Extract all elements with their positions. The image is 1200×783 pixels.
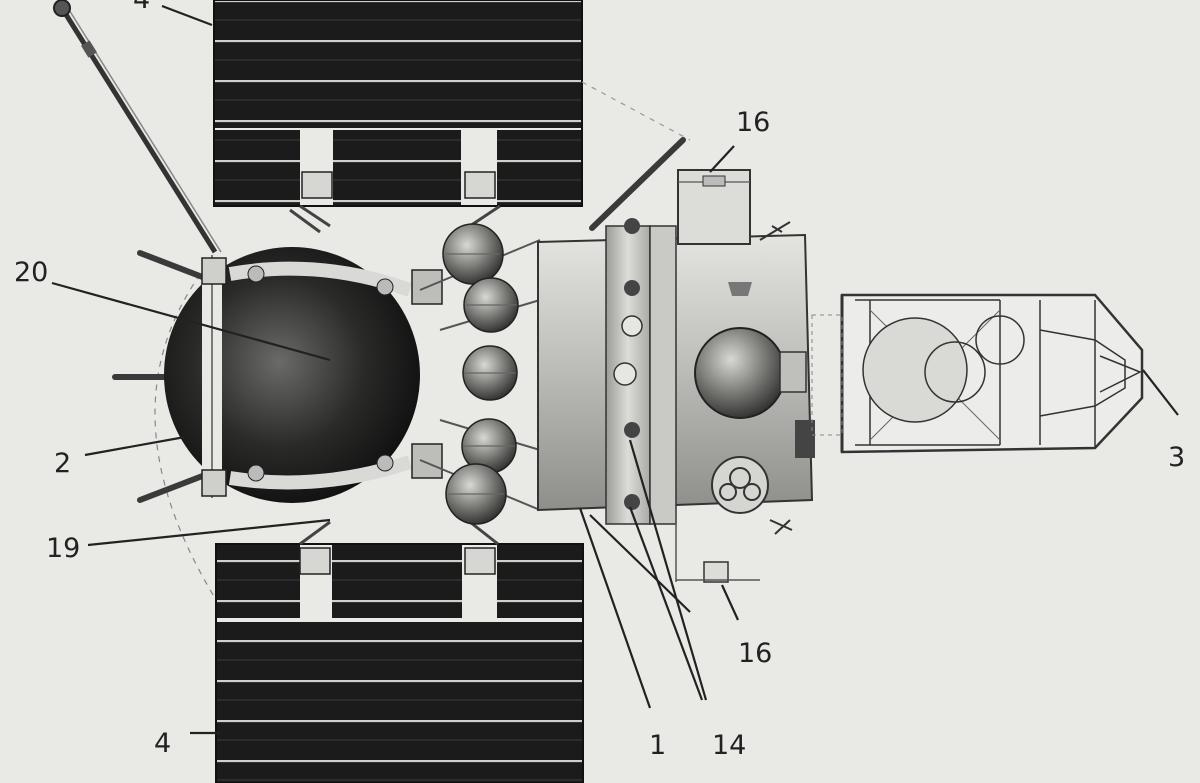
- radiator-box-top: [677, 169, 791, 245]
- callout-3: 3: [1168, 442, 1185, 473]
- solar-panel-top: [213, 0, 583, 234]
- callout-19: 19: [46, 533, 80, 564]
- callout-14: 14: [712, 730, 746, 761]
- callout-4-top: 4: [133, 0, 150, 15]
- callout-2: 2: [54, 448, 71, 479]
- descent-capsule: [164, 247, 443, 503]
- propulsion-module: [811, 293, 1144, 454]
- callout-16-top: 16: [736, 107, 770, 138]
- solar-panel-bottom: [215, 520, 584, 783]
- fov-line: [581, 81, 691, 141]
- callout-1: 1: [649, 730, 666, 761]
- callout-16-bottom: 16: [738, 638, 772, 669]
- leader-lines: [51, 4, 1179, 735]
- callout-4-bottom: 4: [154, 728, 171, 759]
- callout-20: 20: [14, 257, 48, 288]
- radiator-box-bottom: [675, 510, 793, 583]
- orbital-bus: [537, 218, 815, 525]
- gas-bottles: [442, 223, 519, 525]
- fov-arc: [154, 254, 216, 599]
- antenna-boom: [53, 0, 222, 254]
